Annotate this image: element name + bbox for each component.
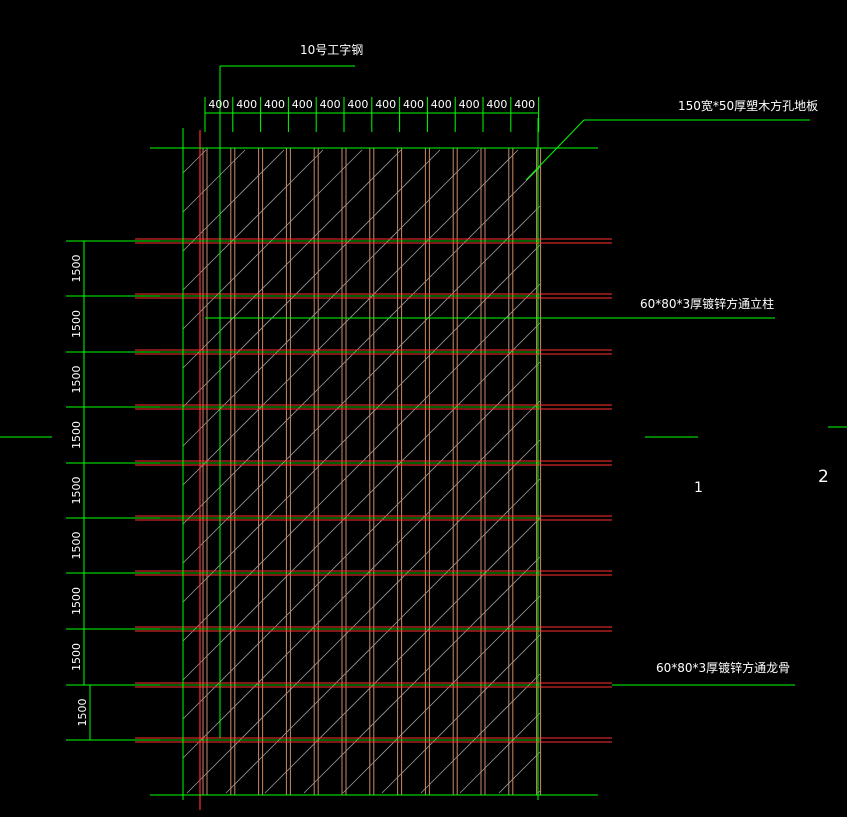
left-dimension-text: 1500 — [70, 310, 83, 338]
hatch-line — [459, 712, 541, 794]
hatch-line — [182, 361, 541, 720]
hatch-line — [182, 205, 541, 564]
left-dimension-text: 1500 — [70, 421, 83, 449]
marker-one: 1 — [694, 480, 703, 496]
top-dimension-text: 400 — [375, 98, 396, 111]
left-dimension-text: 1500 — [70, 477, 83, 505]
left-dimension-text: 1500 — [70, 366, 83, 394]
top-dimension-text: 400 — [431, 98, 452, 111]
red-beams — [135, 238, 612, 743]
label-floor-board: 150宽*50厚塑木方孔地板 — [678, 98, 818, 113]
hatch-line — [303, 556, 541, 794]
top-dimension-text: 400 — [320, 98, 341, 111]
top-dimension-text: 400 — [459, 98, 480, 111]
top-dimension-text: 400 — [486, 98, 507, 111]
hatch-line — [182, 166, 541, 525]
hatch-line — [225, 478, 541, 794]
hatch-line — [182, 149, 324, 291]
left-dimension-text: 1500 — [70, 643, 83, 671]
hatch-line — [381, 634, 541, 794]
top-dimension-text: 400 — [264, 98, 285, 111]
top-dimension-text: 400 — [403, 98, 424, 111]
hatch-line — [182, 149, 285, 252]
top-dimension-text: 400 — [208, 98, 229, 111]
hatch-line — [342, 595, 541, 794]
hatch-line — [182, 400, 541, 759]
marker-two: 2 — [818, 467, 829, 487]
hatch-line — [182, 244, 541, 603]
hatch-line — [182, 149, 402, 369]
left-dimension-text: 1500 — [76, 699, 89, 727]
hatch-pattern — [182, 149, 541, 794]
top-dimension-labels: 400 400 400 400 400 400 400 400 400 400 400 400 — [208, 98, 535, 111]
top-dimension-text: 400 — [347, 98, 368, 111]
left-dimension-text: 1500 — [70, 532, 83, 560]
hatch-line — [264, 517, 541, 794]
top-dimension-text: 400 — [236, 98, 257, 111]
left-dimension-labels: 1500 1500 1500 1500 1500 1500 1500 1500 1500 — [70, 255, 89, 727]
top-dimension-text: 400 — [292, 98, 313, 111]
leader-floor-board-diag — [525, 119, 585, 181]
top-dimension-text: 400 — [514, 98, 535, 111]
steel-columns — [199, 130, 542, 810]
hatch-line — [182, 149, 246, 213]
label-keel: 60*80*3厚镀锌方通龙骨 — [656, 660, 790, 675]
left-dimension-text: 1500 — [70, 587, 83, 615]
label-column: 60*80*3厚镀锌方通立柱 — [640, 296, 774, 311]
label-steel-beam: 10号工字钢 — [300, 42, 363, 57]
hatch-line — [182, 322, 541, 681]
dimension-lines — [0, 65, 847, 800]
hatch-line — [182, 149, 207, 174]
left-dimension-text: 1500 — [70, 255, 83, 283]
hatch-line — [498, 751, 541, 794]
hatch-line — [182, 283, 541, 642]
